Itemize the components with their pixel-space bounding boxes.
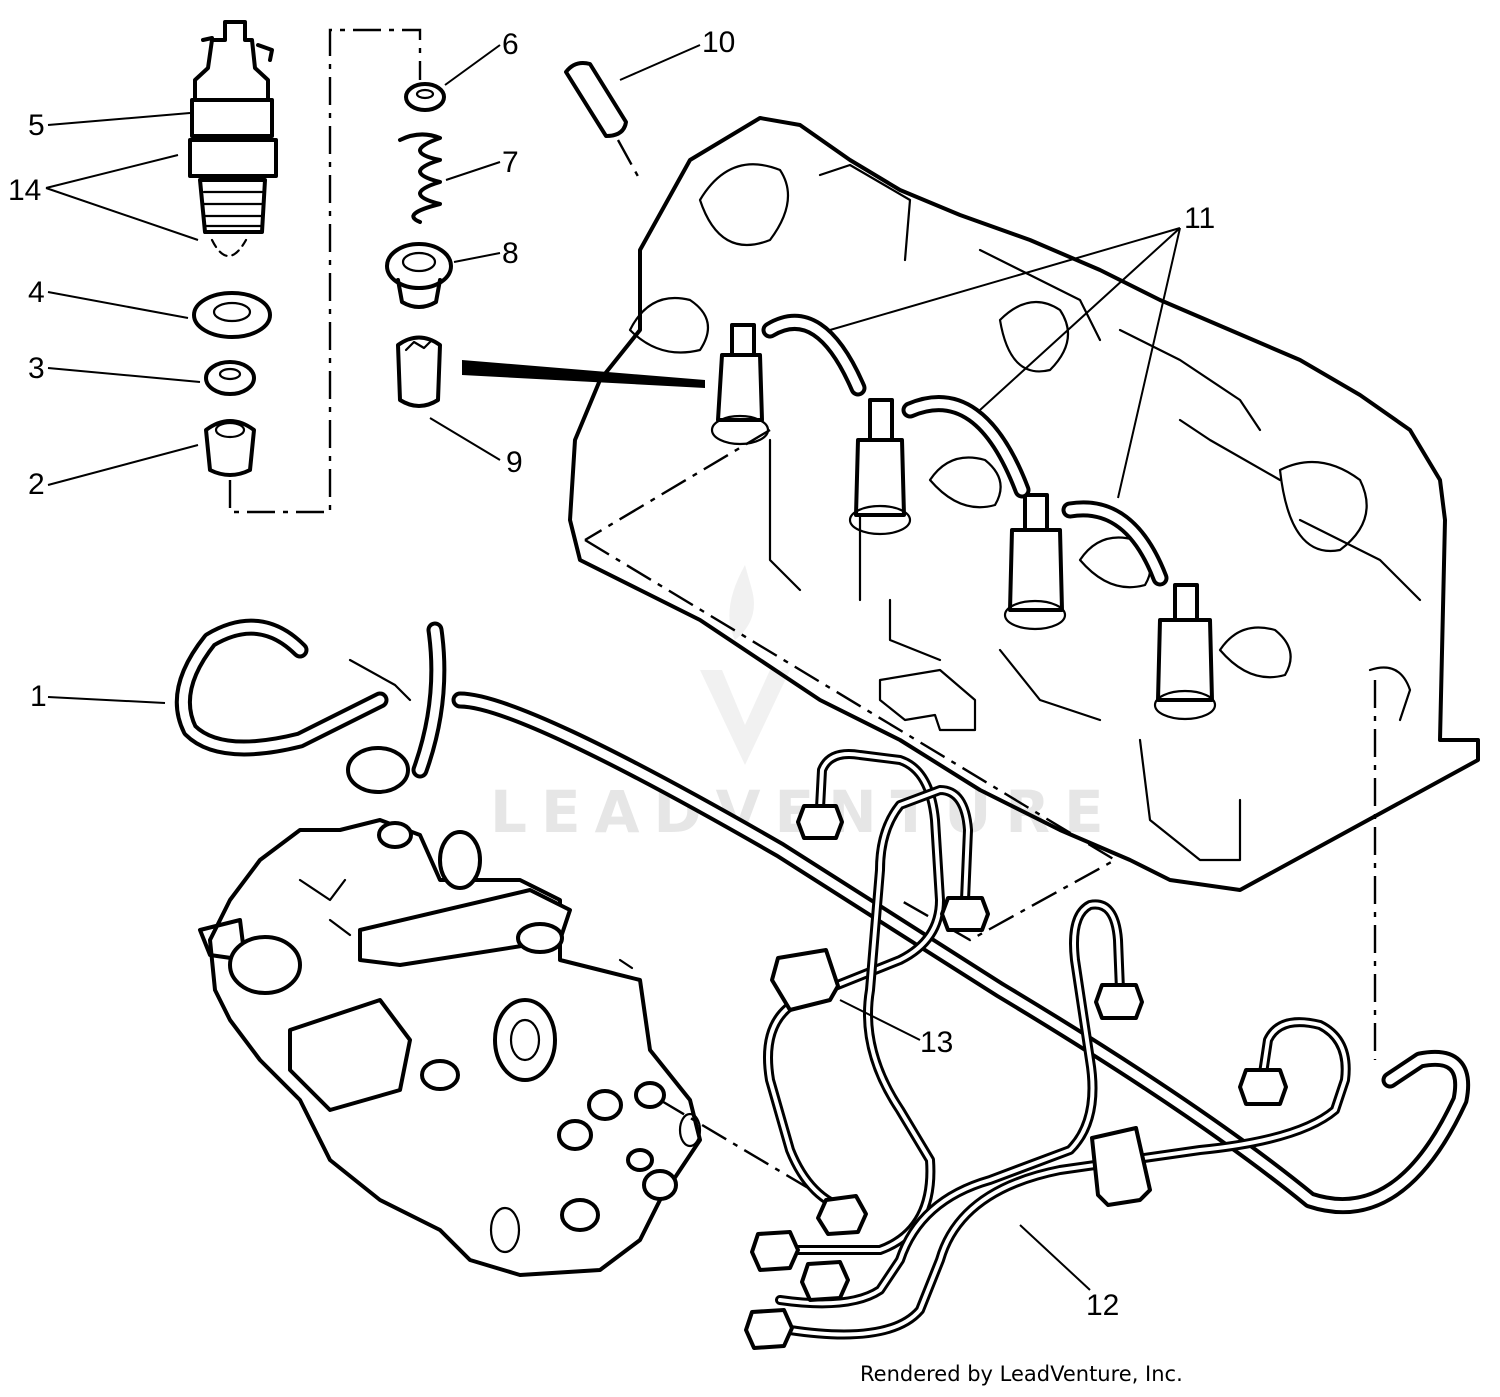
callout-8: 8: [502, 237, 519, 270]
callout-11: 11: [1184, 202, 1215, 235]
installed-injector-4: [1153, 583, 1217, 721]
injection-lines: [744, 749, 1351, 1350]
injection-pump: [198, 818, 702, 1277]
installed-injector-3: [1003, 493, 1067, 631]
injection-nozzle-assembly: [188, 20, 278, 258]
callout-6: 6: [502, 28, 519, 61]
callout-4: 4: [28, 276, 45, 309]
callout-3: 3: [28, 352, 45, 385]
callout-9: 9: [506, 446, 523, 479]
nozzle-gasket: [204, 360, 256, 396]
watermark: LEADVENTURE: [490, 565, 1118, 846]
watermark-text: LEADVENTURE: [490, 778, 1118, 846]
line-clamps: [770, 948, 1152, 1207]
callout-2: 2: [28, 468, 45, 501]
leadventure-logo-icon: [700, 565, 790, 765]
callout-14: 14: [8, 174, 41, 207]
nozzle-tip: [396, 335, 442, 408]
leak-off-hoses: [761, 313, 1169, 587]
spring-cap: [385, 242, 453, 309]
callout-10: 10: [702, 26, 735, 59]
callout-7: 7: [502, 146, 519, 179]
callout-5: 5: [28, 109, 45, 142]
installed-injector-1: [710, 323, 770, 446]
installed-injector-2: [848, 398, 912, 536]
leak-off-connector: [564, 61, 642, 181]
callout-12: 12: [1086, 1289, 1119, 1322]
spring-seat: [404, 82, 446, 112]
leader-lines: [45, 44, 1181, 1291]
callout-13: 13: [920, 1026, 953, 1059]
fuel-return-line: [174, 618, 1471, 1215]
nozzle-seal-washer: [192, 291, 272, 339]
callout-labels: 1 2 3 4 5 6 7 8 9 10 11 12 13 14: [8, 26, 1215, 1322]
heat-shield: [204, 419, 256, 477]
pressure-spring: [398, 132, 442, 224]
footer-credit: Rendered by LeadVenture, Inc.: [860, 1362, 1183, 1386]
callout-1: 1: [30, 680, 47, 713]
